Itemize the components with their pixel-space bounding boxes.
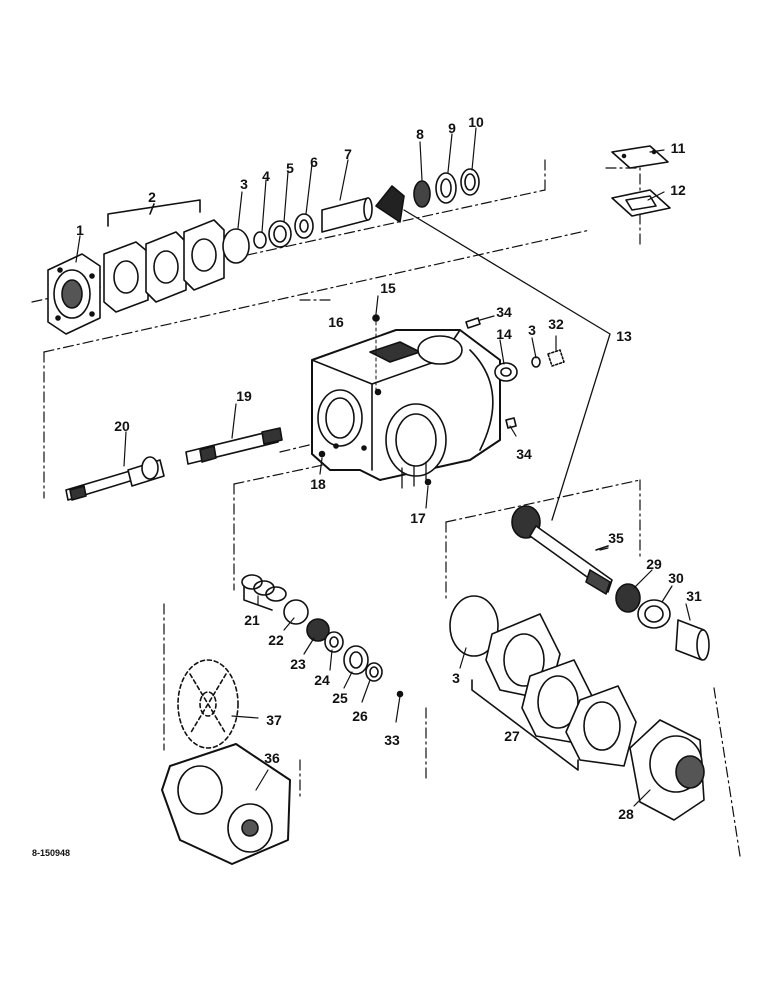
input-flange-part-1 (47, 253, 101, 335)
callout-part-5: 5 (286, 160, 294, 176)
callout-part-22: 22 (268, 632, 284, 648)
callout-part-23: 23 (290, 656, 306, 672)
bearing-parts-8-9-10 (413, 168, 480, 208)
spacer-tube-part-7 (321, 197, 373, 233)
bevel-pinion-gear (375, 185, 405, 223)
leader-line-13 (403, 209, 611, 521)
plugs-parts-17-18 (318, 450, 432, 486)
callout-part-9: 9 (448, 120, 456, 136)
callout-part-11: 11 (670, 140, 686, 156)
callout-part-21: 21 (244, 612, 260, 628)
callout-part-10: 10 (468, 114, 484, 130)
callout-part-13: 13 (616, 328, 632, 344)
callout-part-16: 16 (328, 314, 344, 330)
callout-part-30: 30 (668, 570, 684, 586)
callout-part-8: 8 (416, 126, 424, 142)
output-flange-part-28 (629, 719, 705, 821)
callout-part-37: 37 (266, 712, 282, 728)
callout-part-24: 24 (314, 672, 330, 688)
bearing-parts-29-30-31 (615, 583, 710, 661)
plug-part-15 (372, 314, 380, 393)
callout-part-17: 17 (410, 510, 426, 526)
cover-plate-part-11 (611, 145, 669, 169)
callout-part-3-mid: 3 (528, 322, 536, 338)
callout-part-12: 12 (670, 182, 686, 198)
callout-part-31: 31 (686, 588, 702, 604)
drawing-number: 8-150948 (32, 848, 71, 858)
callout-part-14: 14 (496, 326, 512, 342)
callout-part-20: 20 (114, 418, 130, 434)
callout-part-33: 33 (384, 732, 400, 748)
callout-part-7: 7 (344, 146, 352, 162)
gearbox-housing-part-16 (311, 329, 501, 489)
callout-part-34-lower: 34 (516, 446, 532, 462)
callout-leaders (75, 127, 691, 807)
callout-part-4: 4 (262, 168, 270, 184)
callout-part-26: 26 (352, 708, 368, 724)
callout-part-6: 6 (310, 154, 318, 170)
pulley-part-37 (177, 659, 239, 749)
gaskets-part-2 (103, 199, 225, 313)
callout-part-3-lower: 3 (452, 670, 460, 686)
gear-shaft-part-13 (511, 505, 613, 595)
small-rings-parts-3-4-5-6 (222, 213, 314, 264)
fitting-parts-34 (465, 317, 517, 429)
washer-and-seal-parts-14-3-32 (494, 349, 565, 382)
snap-rings-part-21 (241, 574, 287, 611)
callout-part-25: 25 (332, 690, 348, 706)
callout-part-28: 28 (618, 806, 634, 822)
housing-part-36 (161, 743, 291, 865)
callout-part-1: 1 (76, 222, 84, 238)
callout-part-19: 19 (236, 388, 252, 404)
bearing-parts-22-to-26 (283, 599, 404, 698)
callout-part-15: 15 (380, 280, 396, 296)
callout-part-32: 32 (548, 316, 564, 332)
callout-part-3-top: 3 (240, 176, 248, 192)
callout-part-29: 29 (646, 556, 662, 572)
callout-part-18: 18 (310, 476, 326, 492)
callout-part-27: 27 (504, 728, 520, 744)
shaft-part-19 (185, 427, 283, 465)
callout-part-35: 35 (608, 530, 624, 546)
callout-part-36: 36 (264, 750, 280, 766)
pin-part-35 (595, 545, 609, 551)
callout-part-34-top: 34 (496, 304, 512, 320)
gaskets-part-27 (449, 595, 637, 771)
callout-part-2: 2 (148, 189, 156, 205)
shaft-part-20 (65, 456, 165, 501)
